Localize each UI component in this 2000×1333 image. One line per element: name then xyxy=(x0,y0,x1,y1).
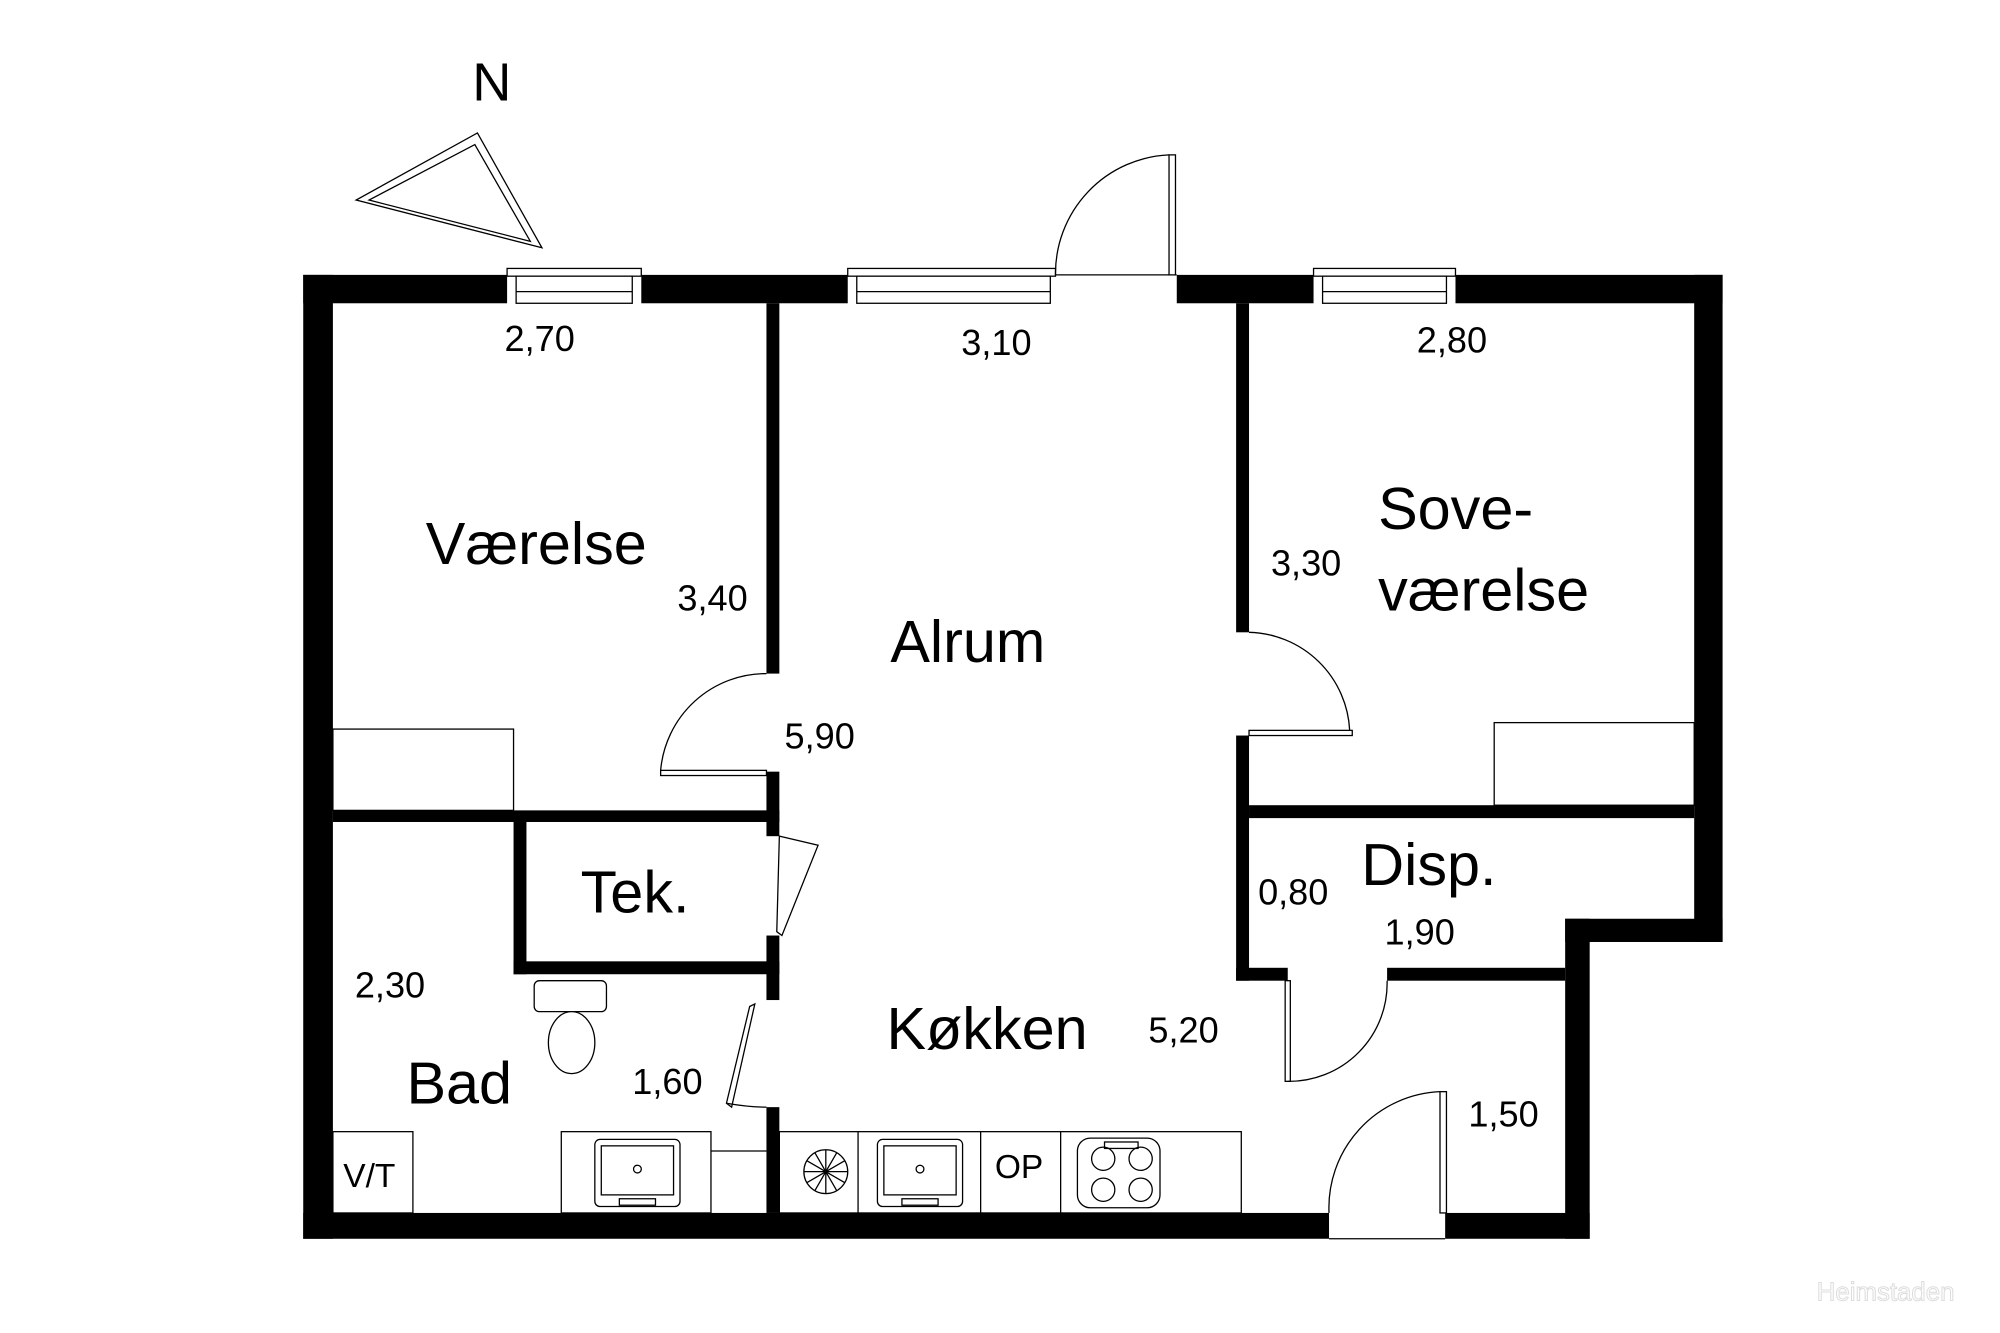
dimension: 1,60 xyxy=(632,1061,702,1102)
door xyxy=(725,1002,767,1109)
door xyxy=(660,672,768,777)
wardrobe xyxy=(1493,721,1695,806)
oven-label: OP xyxy=(995,1149,1043,1186)
dimension: 3,10 xyxy=(961,322,1031,363)
walls xyxy=(303,274,1723,1239)
dimension: 3,40 xyxy=(677,577,747,618)
sink-icon xyxy=(876,1138,964,1208)
room-label-disp: Disp. xyxy=(1361,831,1496,898)
window xyxy=(506,267,642,304)
dimension: 1,50 xyxy=(1468,1094,1538,1135)
room-label-alrum: Alrum xyxy=(890,608,1045,675)
room-label-tek: Tek. xyxy=(581,858,690,925)
toilet-icon xyxy=(533,980,608,1075)
stove-icon xyxy=(1076,1137,1161,1209)
washer-dryer-label: V/T xyxy=(343,1158,395,1195)
balcony-door xyxy=(1054,154,1177,276)
dimension: 2,30 xyxy=(355,964,425,1005)
fan-icon xyxy=(803,1149,849,1195)
door xyxy=(1248,631,1353,737)
north-arrow-icon xyxy=(354,132,544,249)
window xyxy=(847,267,1057,304)
entrance-door xyxy=(1328,1091,1448,1240)
door xyxy=(1284,980,1388,1082)
room-label-vaerelse: Værelse xyxy=(426,510,647,577)
room-label-kokken: Køkken xyxy=(886,995,1087,1062)
dimension: 3,30 xyxy=(1271,543,1341,584)
dimension: 1,90 xyxy=(1385,912,1455,953)
dimension: 5,90 xyxy=(785,715,855,756)
watermark-logo: Heimstaden xyxy=(1817,1279,1955,1307)
washer-dryer xyxy=(332,1131,414,1214)
room-label-bad: Bad xyxy=(406,1049,512,1116)
door xyxy=(776,835,819,937)
kitchen-counter xyxy=(778,1131,1242,1214)
window xyxy=(1312,267,1457,304)
sink-icon xyxy=(560,1131,767,1214)
room-label-sove-2: værelse xyxy=(1378,556,1589,623)
north-label: N xyxy=(472,53,511,113)
room-label-sove-1: Sove- xyxy=(1378,475,1533,542)
dimension: 0,80 xyxy=(1258,872,1328,913)
dimension: 2,80 xyxy=(1417,319,1487,360)
dimension: 5,20 xyxy=(1148,1010,1218,1051)
dimension: 2,70 xyxy=(505,318,575,359)
wardrobe xyxy=(332,728,515,812)
